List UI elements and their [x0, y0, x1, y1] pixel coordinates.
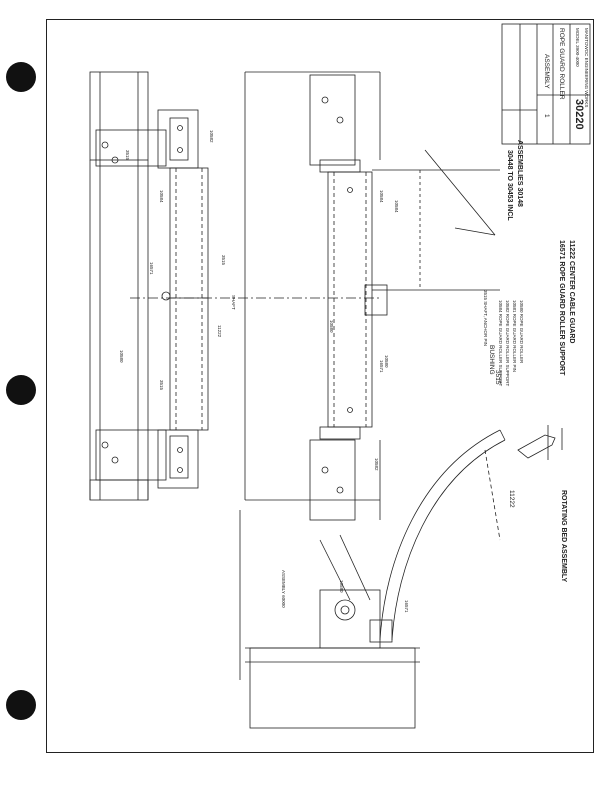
- drawing-number: 30220: [573, 99, 585, 130]
- drawing-sheet-border: [46, 19, 594, 753]
- callout-shaft: SHAFT: [231, 295, 236, 310]
- cable-guard-ref: 11222: [508, 490, 515, 508]
- part-line-1: 10580 ROPE GUARD ROLLER: [519, 300, 524, 364]
- callout-10582: 10582: [209, 130, 214, 143]
- elevation-view: [239, 425, 563, 729]
- callout-10580c: 10580: [384, 355, 389, 368]
- circled-note-1: 11222 CENTER CABLE GUARD: [568, 240, 575, 343]
- bushing-desc: 3515 SHAFT, ANCHOR PIN: [483, 290, 488, 346]
- callout-10584: 10584: [159, 190, 164, 203]
- title-line-2: ASSEMBLY: [543, 54, 550, 89]
- callout-11222: 11222: [217, 325, 222, 338]
- callout-3515b: 3515: [221, 255, 226, 266]
- binder-hole-bottom: [6, 690, 36, 720]
- callout-3515c: 3515: [159, 380, 164, 391]
- right-plan-view: [244, 71, 500, 521]
- callout-3515a: 3515: [125, 150, 130, 161]
- part-line-2: 10581 ROPE GUARD ROLLER PIN: [512, 300, 517, 372]
- callout-10580b: 10580: [329, 320, 334, 333]
- title-line-1: ROPE GUARD ROLLER: [558, 28, 565, 100]
- callout-10584b: 10584: [379, 190, 384, 203]
- assembly-ref: ASSEMBLY 60000: [281, 570, 286, 608]
- binder-hole-middle: [6, 375, 36, 405]
- bushing-label: BUSHING: [488, 345, 495, 375]
- title-block: [501, 23, 591, 145]
- callout-16571: 16571: [149, 262, 154, 275]
- callout-16571b: 16571: [379, 360, 384, 373]
- callout-10580: 10580: [119, 350, 124, 363]
- assemblies-note-2: 30448 TO 30453 INCL: [506, 150, 513, 221]
- title-model: MODEL 3900-4000: [575, 28, 580, 67]
- title-company: MANITOWOC ENGINEERING WORKS: [584, 28, 589, 107]
- bushing-ref: 3515: [494, 370, 501, 385]
- circled-note-2: 16571 ROPE GUARD ROLLER SUPPORT: [558, 240, 565, 376]
- callout-16571c: 16571: [404, 600, 409, 613]
- left-plan-view: [89, 71, 380, 501]
- part-line-4: 10584 ROPE GUARD ROLLER SUPPORT: [498, 300, 503, 386]
- callout-10580d: 10580: [339, 580, 344, 593]
- sheet-number: 1: [543, 114, 550, 118]
- assemblies-note-1: ASSEMBLIES 30148: [516, 140, 523, 207]
- rotating-bed-note: ROTATING BED ASSEMBLY: [560, 490, 567, 583]
- callout-10582b: 10582: [374, 458, 379, 471]
- callout-10584c: 10584: [394, 200, 399, 213]
- binder-hole-top: [6, 62, 36, 92]
- part-line-3: 10582 ROPE GUARD ROLLER SUPPORT: [505, 300, 510, 386]
